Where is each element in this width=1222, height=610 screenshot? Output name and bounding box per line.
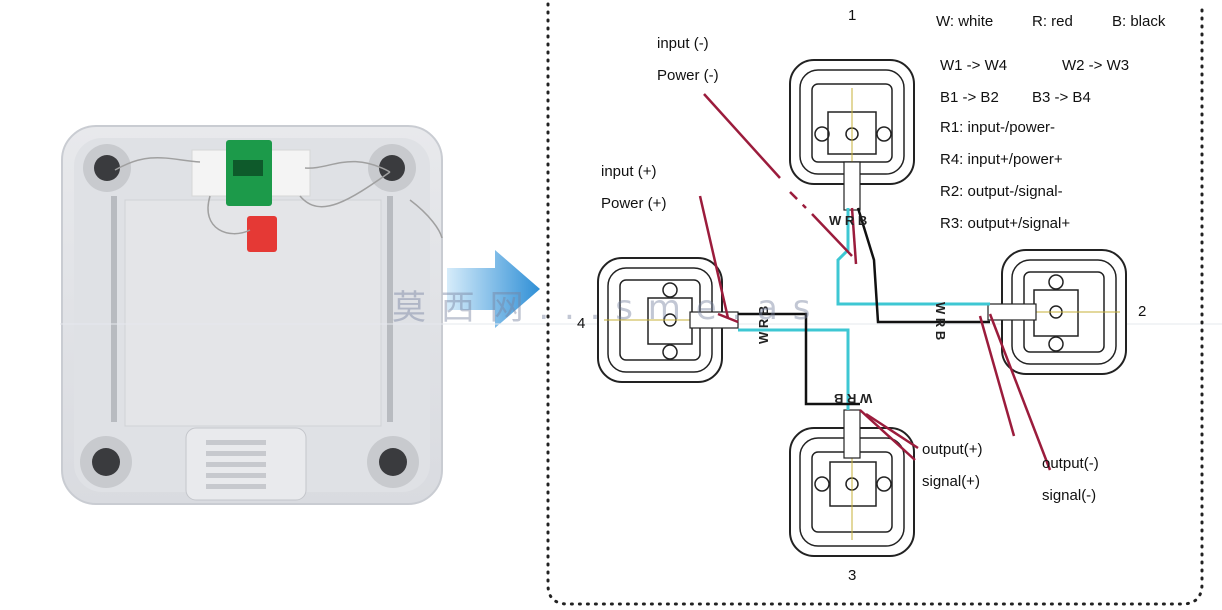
black-wires: [738, 207, 990, 406]
legend-b3-b4: B3 -> B4: [1032, 89, 1091, 106]
callout-output-neg: output(-): [1042, 455, 1099, 472]
legend-red: R: red: [1032, 13, 1073, 30]
legend-r3: R3: output+/signal+: [940, 215, 1071, 232]
legend-w1-w4: W1 -> W4: [940, 57, 1008, 74]
legend-r2: R2: output-/signal-: [940, 183, 1063, 200]
scale-photo: [61, 125, 443, 505]
leader-lines: [698, 93, 1016, 450]
wire-label-cell-2: W R B: [933, 302, 948, 341]
controller-board: [247, 216, 277, 252]
callout-input-pos: input (+): [601, 163, 657, 180]
vents: [206, 440, 266, 489]
cell-number-3: 3: [848, 567, 857, 584]
wire-label-cell-3: W R B: [834, 391, 873, 406]
legend-w2-w3: W2 -> W3: [1062, 57, 1130, 74]
callout-power-neg: Power (-): [657, 67, 719, 84]
legend-white: W: white: [936, 13, 994, 30]
legend-b1-b2: B1 -> B2: [940, 89, 999, 106]
corner-feet: [80, 144, 419, 488]
load-cell-4: [597, 257, 739, 383]
callout-output-pos: output(+): [922, 441, 983, 458]
watermark-text: 莫 西 网 . . . s m e . a s: [392, 288, 813, 328]
callout-signal-neg: signal(-): [1042, 487, 1097, 504]
load-cell-1: [789, 59, 915, 211]
callout-power-pos: Power (+): [601, 195, 667, 212]
callout-signal-pos: signal(+): [922, 473, 980, 490]
load-cell-3: [789, 409, 915, 557]
wire-label-cell-1: W R B: [829, 213, 868, 228]
cell-number-1: 1: [848, 7, 857, 24]
dotted-frame: [546, 2, 1204, 606]
callout-input-neg: input (-): [657, 35, 709, 52]
white-wires: [738, 208, 990, 410]
legend-r4: R4: input+/power+: [940, 151, 1063, 168]
load-cell-2: [987, 249, 1127, 375]
legend-r1: R1: input-/power-: [940, 119, 1056, 136]
legend-black: B: black: [1112, 13, 1166, 30]
red-wires: [717, 207, 1052, 471]
cell-number-4: 4: [577, 315, 586, 332]
cell-number-2: 2: [1138, 303, 1147, 320]
arrow-right-icon: [447, 250, 540, 328]
